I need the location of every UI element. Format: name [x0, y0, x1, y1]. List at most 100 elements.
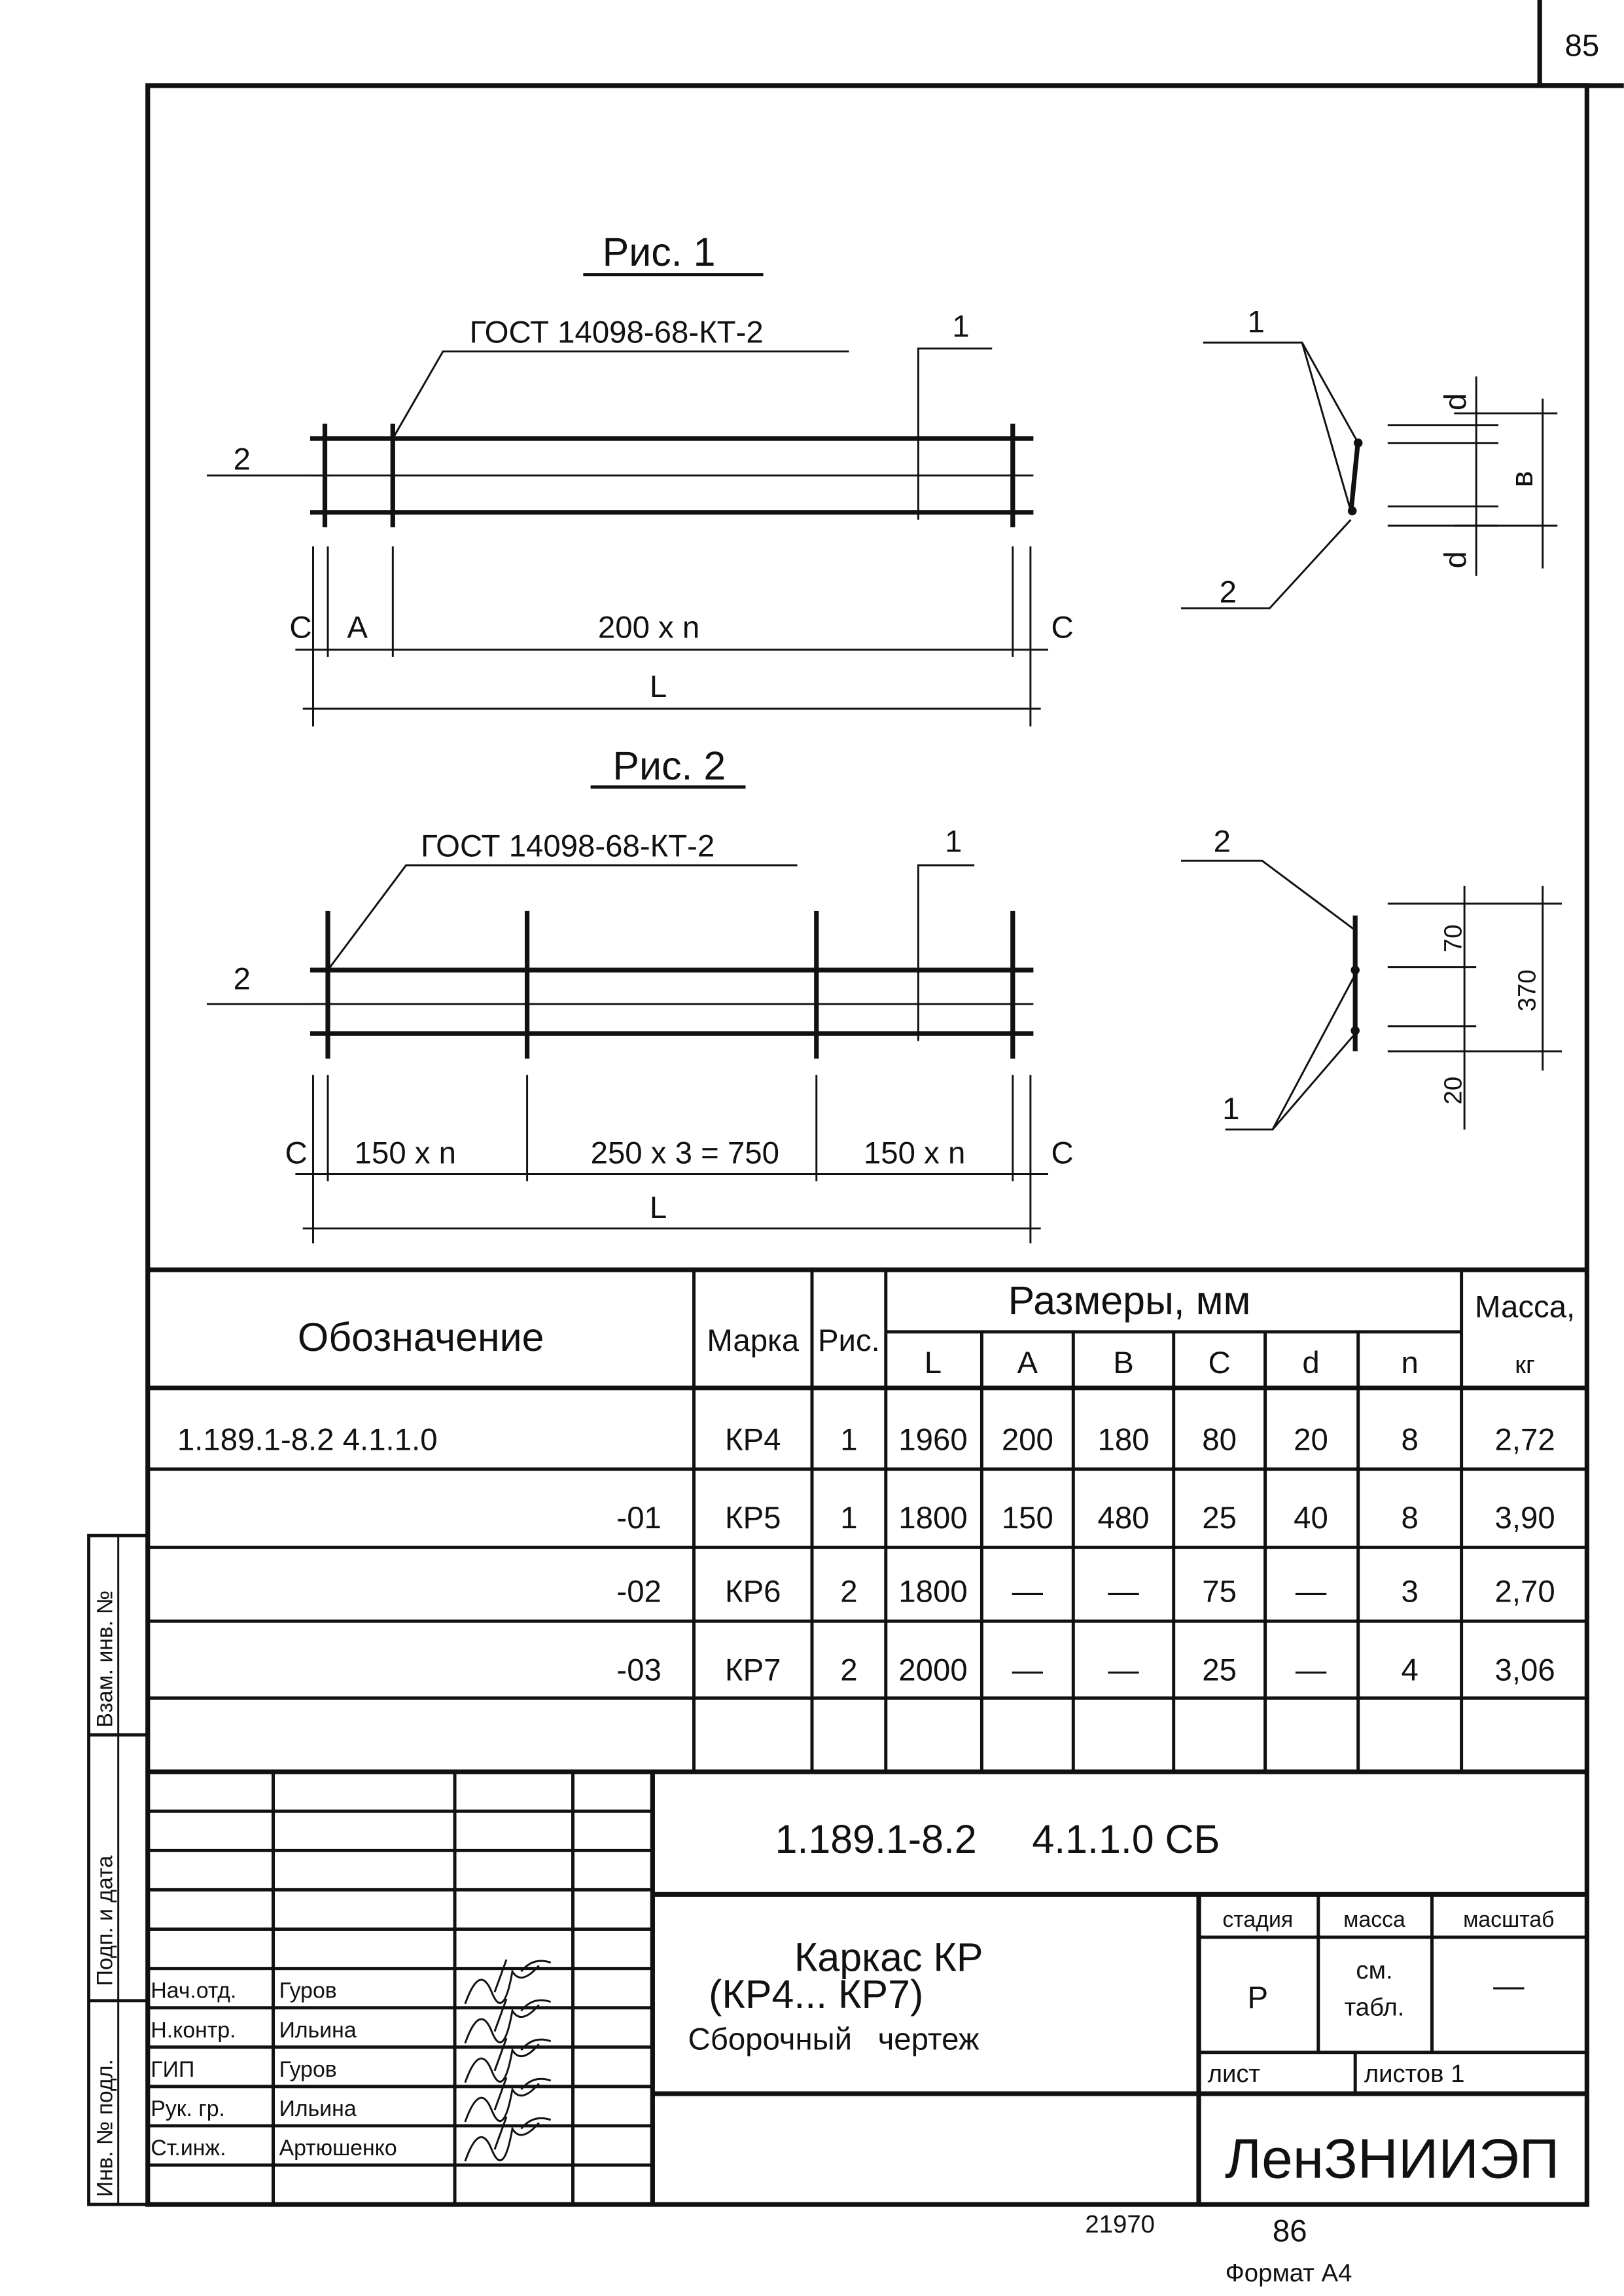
cell-c: 25 [1202, 1501, 1237, 1535]
document-name-line1: Каркас КР [794, 1935, 983, 1980]
cell-mark: КР4 [725, 1422, 781, 1457]
fig2-dim-c-left: C [285, 1136, 308, 1171]
cell-c: 80 [1202, 1422, 1237, 1457]
signature [464, 2037, 552, 2083]
fig1-gost-label: ГОСТ 14098-68-КТ-2 [470, 315, 764, 350]
sheet-label: лист [1208, 2060, 1261, 2088]
fig2-gost-label: ГОСТ 14098-68-КТ-2 [421, 829, 715, 863]
cell-b: — [1108, 1575, 1139, 1609]
cell-n: 3 [1401, 1575, 1418, 1609]
cell-n: 8 [1401, 1422, 1418, 1457]
cell-fig: 1 [840, 1422, 857, 1457]
cell-fig: 2 [840, 1575, 857, 1609]
sheets-label: листов 1 [1364, 2060, 1465, 2088]
fig1-label-1: 1 [952, 309, 969, 344]
fig2-label-1: 1 [945, 825, 962, 859]
signature [464, 1959, 552, 2005]
header-c: C [1209, 1346, 1231, 1380]
header-mass-unit: кг [1515, 1351, 1535, 1379]
stage-value: Р [1247, 1981, 1268, 2015]
side-stamp-original-inventory: Инв. № подл. [93, 2059, 118, 2197]
fig2-section-label-1: 1 [1222, 1092, 1239, 1126]
fig2-dim-left: 150 x n [355, 1136, 456, 1171]
cell-a: 150 [1002, 1501, 1053, 1535]
mass-label: масса [1343, 1907, 1405, 1932]
fig1-dim-a: A [347, 611, 368, 645]
cell-b: 480 [1097, 1501, 1149, 1535]
fig2-section-370: 370 [1513, 969, 1541, 1011]
signature [464, 2116, 552, 2162]
staff-role: ГИП [150, 2057, 194, 2082]
cell-d: — [1296, 1575, 1327, 1609]
cell-mass: 3,90 [1495, 1501, 1555, 1535]
cell-d: 40 [1294, 1501, 1328, 1535]
fig1-label-2: 2 [234, 442, 251, 476]
staff-row: Нач.отд. Гуров [150, 1959, 552, 2005]
fig1-section-b: в [1505, 471, 1540, 487]
cell-mass: 3,06 [1495, 1653, 1555, 1687]
stage-label: стадия [1222, 1907, 1293, 1932]
cell-a: — [1012, 1653, 1044, 1687]
staff-name: Гуров [279, 1979, 337, 2003]
cell-designation: -01 [616, 1501, 661, 1535]
cell-designation: -03 [616, 1653, 661, 1687]
cell-c: 25 [1202, 1653, 1237, 1687]
header-mark: Марка [707, 1323, 799, 1358]
fig1-dim-span: 200 x n [598, 611, 699, 645]
side-stamp-strip: Взам. инв. № Подп. и дата Инв. № подл. [87, 1534, 150, 2206]
staff-name: Артюшенко [279, 2136, 397, 2161]
cell-d: 20 [1294, 1422, 1328, 1457]
inventory-number: 21970 [1085, 2210, 1155, 2238]
specification-table: Обозначение Марка Рис. Размеры, мм L A B… [147, 1267, 1587, 1774]
signature [464, 2077, 552, 2123]
figure-2: Рис. 2 2 ГОСТ 14098-68-КТ-2 1 C 150 x n … [207, 744, 1562, 1244]
fig1-dim-l: L [650, 670, 667, 704]
mass-value-line1: см. [1356, 1956, 1392, 1984]
page-number: 86 [1273, 2214, 1307, 2249]
header-d: d [1302, 1346, 1319, 1380]
header-n: n [1401, 1346, 1418, 1380]
cell-designation: -02 [616, 1575, 661, 1609]
figure-1-title: Рис. 1 [603, 230, 716, 274]
document-name-line3: Сборочный чертеж [688, 2022, 980, 2056]
cell-mark: КР7 [725, 1653, 781, 1687]
cell-n: 8 [1401, 1501, 1418, 1535]
cell-a: — [1012, 1575, 1044, 1609]
title-block: 1.189.1-8.2 4.1.1.0 СБ Каркас КР (КР4...… [147, 1770, 1587, 2206]
cell-b: 180 [1097, 1422, 1149, 1457]
staff-name: Ильина [279, 2096, 357, 2121]
cell-l: 2000 [898, 1653, 967, 1687]
cell-fig: 1 [840, 1501, 857, 1535]
cell-l: 1960 [898, 1422, 967, 1457]
cell-n: 4 [1401, 1653, 1418, 1687]
scale-label: масштаб [1463, 1907, 1554, 1932]
fig1-dim-c-left: C [289, 611, 311, 645]
cell-mass: 2,70 [1495, 1575, 1555, 1609]
header-dimensions: Размеры, мм [1008, 1278, 1251, 1323]
header-l: L [925, 1346, 942, 1380]
header-mass: Масса, [1475, 1289, 1575, 1324]
header-b: B [1113, 1346, 1134, 1380]
mass-value-line2: табл. [1345, 1993, 1405, 2021]
cell-mark: КР5 [725, 1501, 781, 1535]
sheet-frame [145, 0, 1624, 2207]
organization-logo: ЛенЗНИИЭП [1225, 2128, 1559, 2191]
cell-designation: 1.189.1-8.2 4.1.1.0 [177, 1422, 438, 1457]
cell-mark: КР6 [725, 1575, 781, 1609]
fig1-dim-c-right: C [1051, 611, 1073, 645]
staff-name: Гуров [279, 2057, 337, 2082]
scale-value: — [1493, 1969, 1525, 2003]
header-designation: Обозначение [298, 1315, 544, 1359]
staff-role: Ст.инж. [150, 2136, 226, 2161]
fig2-section-20: 20 [1439, 1077, 1468, 1105]
staff-role: Нач.отд. [150, 1979, 236, 2003]
cell-c: 75 [1202, 1575, 1237, 1609]
cell-b: — [1108, 1653, 1139, 1687]
document-name-line2: (КР4... КР7) [709, 1972, 923, 2017]
